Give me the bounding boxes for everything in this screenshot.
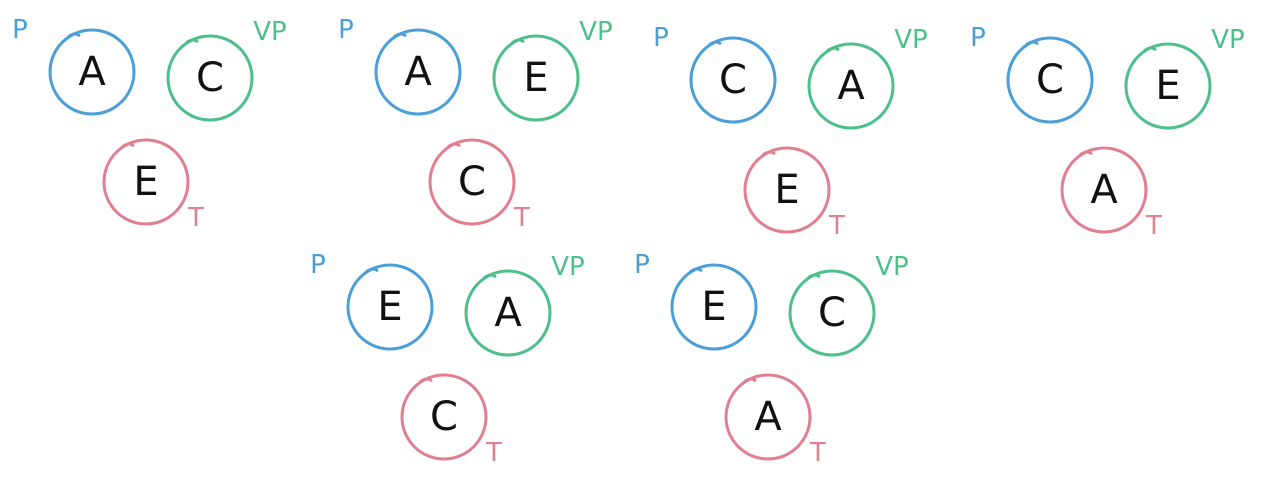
vp-letter: A (837, 63, 865, 109)
t-circle (743, 146, 831, 234)
p-letter: A (78, 49, 106, 95)
p-circle (48, 28, 136, 116)
vp-circle-overlap (826, 46, 840, 52)
triad-1: A P C VP ET (12, 15, 287, 233)
p-circle (1006, 36, 1094, 124)
t-letter: C (458, 159, 486, 205)
vp-role-label: VP (1211, 25, 1244, 55)
p-circle-overlap (708, 40, 722, 46)
p-role-label: P (653, 23, 669, 53)
p-role-label: P (12, 15, 28, 45)
vp-letter: E (523, 55, 548, 101)
p-circle (374, 28, 462, 116)
p-role-label: P (970, 23, 986, 53)
t-letter: A (1090, 167, 1118, 213)
vp-role-label: VP (551, 252, 584, 282)
vp-circle (166, 34, 254, 122)
t-circle (400, 373, 488, 461)
t-letter: E (133, 159, 158, 205)
t-circle (724, 373, 812, 461)
triad-4: C P E VP AT (970, 23, 1245, 241)
p-role-label: P (634, 250, 650, 280)
vp-circle (492, 34, 580, 122)
p-letter: E (701, 284, 726, 330)
p-role-label: P (338, 15, 354, 45)
t-circle-overlap (1079, 150, 1093, 156)
vp-circle-overlap (511, 38, 525, 44)
vp-role-label: VP (875, 252, 908, 282)
vp-letter: C (818, 290, 846, 336)
t-circle-overlap (419, 377, 433, 383)
vp-role-label: VP (579, 17, 612, 47)
vp-letter: E (1155, 63, 1180, 109)
vp-letter: C (196, 55, 224, 101)
triad-2: A P E VP CT (338, 15, 613, 233)
t-role-label: T (513, 203, 530, 233)
p-circle-overlap (689, 267, 703, 273)
p-circle-overlap (365, 267, 379, 273)
vp-circle (1124, 42, 1212, 130)
p-circle (689, 36, 777, 124)
t-circle-overlap (762, 150, 776, 156)
vp-circle (807, 42, 895, 130)
triad-5: E P A VP CT (310, 250, 585, 468)
t-role-label: T (809, 438, 826, 468)
t-circle (428, 138, 516, 226)
vp-circle-overlap (807, 273, 821, 279)
t-role-label: T (828, 211, 845, 241)
t-circle-overlap (447, 142, 461, 148)
vp-letter: A (494, 290, 522, 336)
vp-circle-overlap (185, 38, 199, 44)
t-letter: A (754, 394, 782, 440)
t-circle-overlap (743, 377, 757, 383)
p-letter: E (377, 284, 402, 330)
p-circle (670, 263, 758, 351)
p-letter: C (719, 57, 747, 103)
p-circle-overlap (393, 32, 407, 38)
vp-role-label: VP (894, 25, 927, 55)
p-letter: C (1036, 57, 1064, 103)
triad-6: E P C VP AT (634, 250, 909, 468)
t-letter: C (430, 394, 458, 440)
p-circle-overlap (1025, 40, 1039, 46)
p-letter: A (404, 49, 432, 95)
t-role-label: T (187, 203, 204, 233)
t-role-label: T (1145, 211, 1162, 241)
vp-circle-overlap (1143, 46, 1157, 52)
vp-circle (464, 269, 552, 357)
t-letter: E (774, 167, 799, 213)
t-circle-overlap (121, 142, 135, 148)
triad-3: C P A VP ET (653, 23, 928, 241)
t-circle (102, 138, 190, 226)
vp-circle (788, 269, 876, 357)
t-role-label: T (485, 438, 502, 468)
t-circle (1060, 146, 1148, 234)
p-role-label: P (310, 250, 326, 280)
p-circle (346, 263, 434, 351)
vp-circle-overlap (483, 273, 497, 279)
p-circle-overlap (67, 32, 81, 38)
vp-role-label: VP (253, 17, 286, 47)
